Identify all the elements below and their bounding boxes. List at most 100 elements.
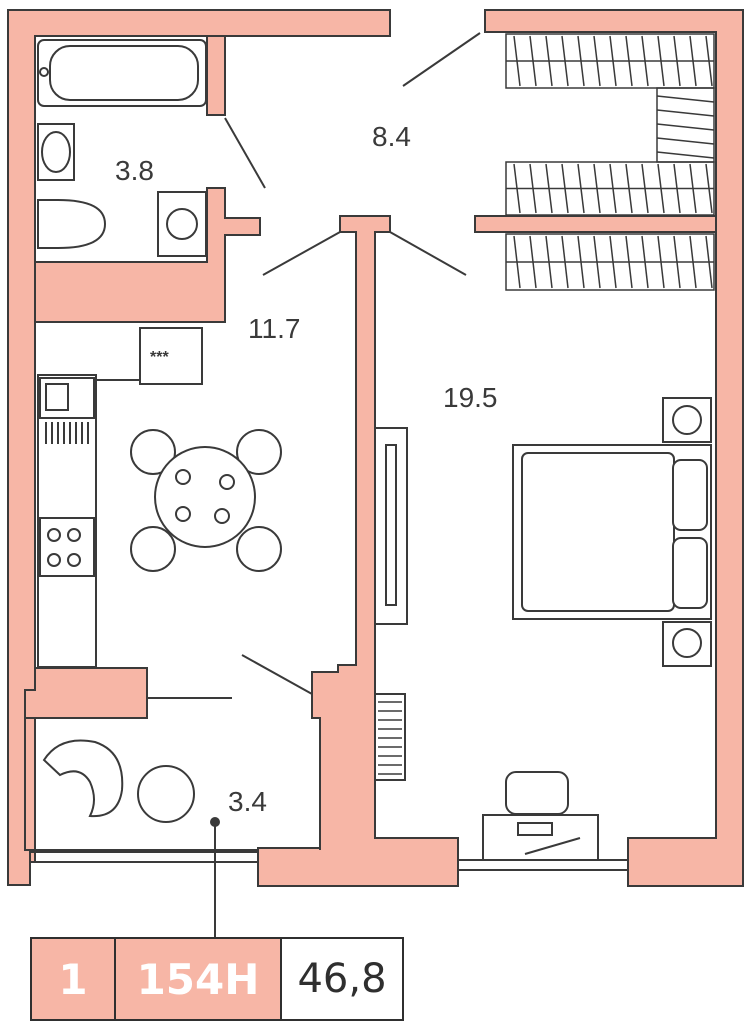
hanger-icon: [657, 235, 665, 289]
bathtub-inner: [49, 45, 199, 101]
wall-bathroom-lower: [34, 187, 261, 323]
hanger-icon: [529, 235, 537, 289]
shelf-line: [656, 95, 715, 103]
hanger-icon: [689, 163, 697, 214]
round-table: [137, 765, 195, 823]
room-area-wardrobe: 8.4: [372, 121, 411, 152]
hanger-icon: [625, 163, 633, 214]
burner-icon: [67, 553, 81, 567]
shelf-line: [656, 109, 715, 117]
wall-stove: [139, 327, 203, 385]
bath-tap-icon: [39, 67, 49, 77]
hanger-icon: [705, 235, 713, 289]
hanger-icon: [529, 163, 537, 214]
shelf-line: [656, 137, 715, 145]
keyboard-icon: [517, 822, 553, 836]
hanger-icon: [609, 235, 617, 289]
hanger-icon: [513, 235, 521, 289]
door-kitchen: [262, 231, 341, 276]
hanger-icon: [641, 35, 649, 87]
plate-icon: [214, 508, 230, 524]
hanger-icon: [561, 163, 569, 214]
apartment-number: 154Н: [116, 939, 282, 1019]
door-bedroom: [389, 231, 467, 276]
hanger-icon: [657, 163, 665, 214]
room-area-bedroom: 19.5: [443, 382, 498, 413]
hanger-icon: [577, 163, 585, 214]
walls: [7, 9, 744, 887]
hanger-icon: [577, 35, 585, 87]
dining-set: [130, 429, 282, 572]
wardrobe-shelves: [505, 33, 715, 291]
hanger-icon: [625, 235, 633, 289]
hanger-icon: [641, 235, 649, 289]
hanger-icon: [529, 35, 537, 87]
hanger-icon: [673, 235, 681, 289]
balcony-outline: [24, 718, 258, 851]
hanger-icon: [705, 163, 713, 214]
hanger-icon: [593, 235, 601, 289]
burner-icon: [47, 528, 61, 542]
wall-kitchen-bottom: [24, 667, 148, 719]
lamp-icon: [672, 628, 702, 658]
hanger-icon: [545, 235, 553, 289]
stove-label: ***: [150, 349, 169, 366]
hanger-icon: [609, 163, 617, 214]
wardrobe-side-shelf: [656, 87, 715, 163]
hanger-icon: [593, 163, 601, 214]
bookshelf-books: [378, 701, 402, 775]
desk: [482, 814, 599, 861]
chair: [236, 429, 282, 475]
door-lines: [224, 32, 481, 695]
hanger-icon: [545, 35, 553, 87]
wall-right: [484, 9, 744, 887]
hanger-icon: [625, 35, 633, 87]
armchair: [42, 739, 124, 818]
room-area-kitchen: 11.7: [248, 313, 300, 344]
hanger-icon: [689, 235, 697, 289]
hanger-icon: [561, 235, 569, 289]
tv: [385, 444, 397, 606]
apartment-area: 46,8: [282, 939, 402, 1019]
kitchen-fixtures: [37, 327, 203, 668]
washing-machine-drum: [166, 208, 198, 240]
hanger-icon: [673, 163, 681, 214]
door-wardrobe: [402, 32, 481, 87]
pillow: [672, 537, 708, 609]
pillow: [672, 459, 708, 531]
hanger-icon: [673, 35, 681, 87]
dish-rack: [45, 422, 89, 444]
hanger-icon: [609, 35, 617, 87]
plate-icon: [219, 474, 235, 490]
pen-icon: [524, 837, 581, 855]
chair: [130, 429, 176, 475]
kitchen-counter: [37, 374, 97, 668]
bookshelf: [374, 693, 406, 781]
desk-chair: [505, 771, 569, 815]
hanger-icon: [577, 235, 585, 289]
hanger-icon: [657, 35, 665, 87]
door-balcony: [241, 654, 313, 695]
sink-bowl: [41, 131, 71, 173]
apartment-info-bar: 1 154Н 46,8: [30, 937, 404, 1021]
plate-icon: [175, 506, 191, 522]
room-area-balcony: 3.4: [228, 786, 267, 817]
stove: [39, 517, 95, 577]
dining-table: [154, 446, 256, 548]
hanger-icon: [705, 35, 713, 87]
bathroom-fixtures: [37, 39, 207, 257]
shelf-line: [656, 151, 715, 159]
toilet: [37, 199, 107, 249]
room-area-bathroom: 3.8: [115, 155, 154, 186]
hanger-icon: [513, 35, 521, 87]
hanger-icon: [545, 163, 553, 214]
window-balcony: [29, 851, 259, 863]
chair: [236, 526, 282, 572]
burner-icon: [67, 528, 81, 542]
hanger-icon: [513, 163, 521, 214]
window-bedroom: [457, 859, 629, 871]
lamp-icon: [672, 405, 702, 435]
hanger-icon: [641, 163, 649, 214]
hanger-icon: [561, 35, 569, 87]
